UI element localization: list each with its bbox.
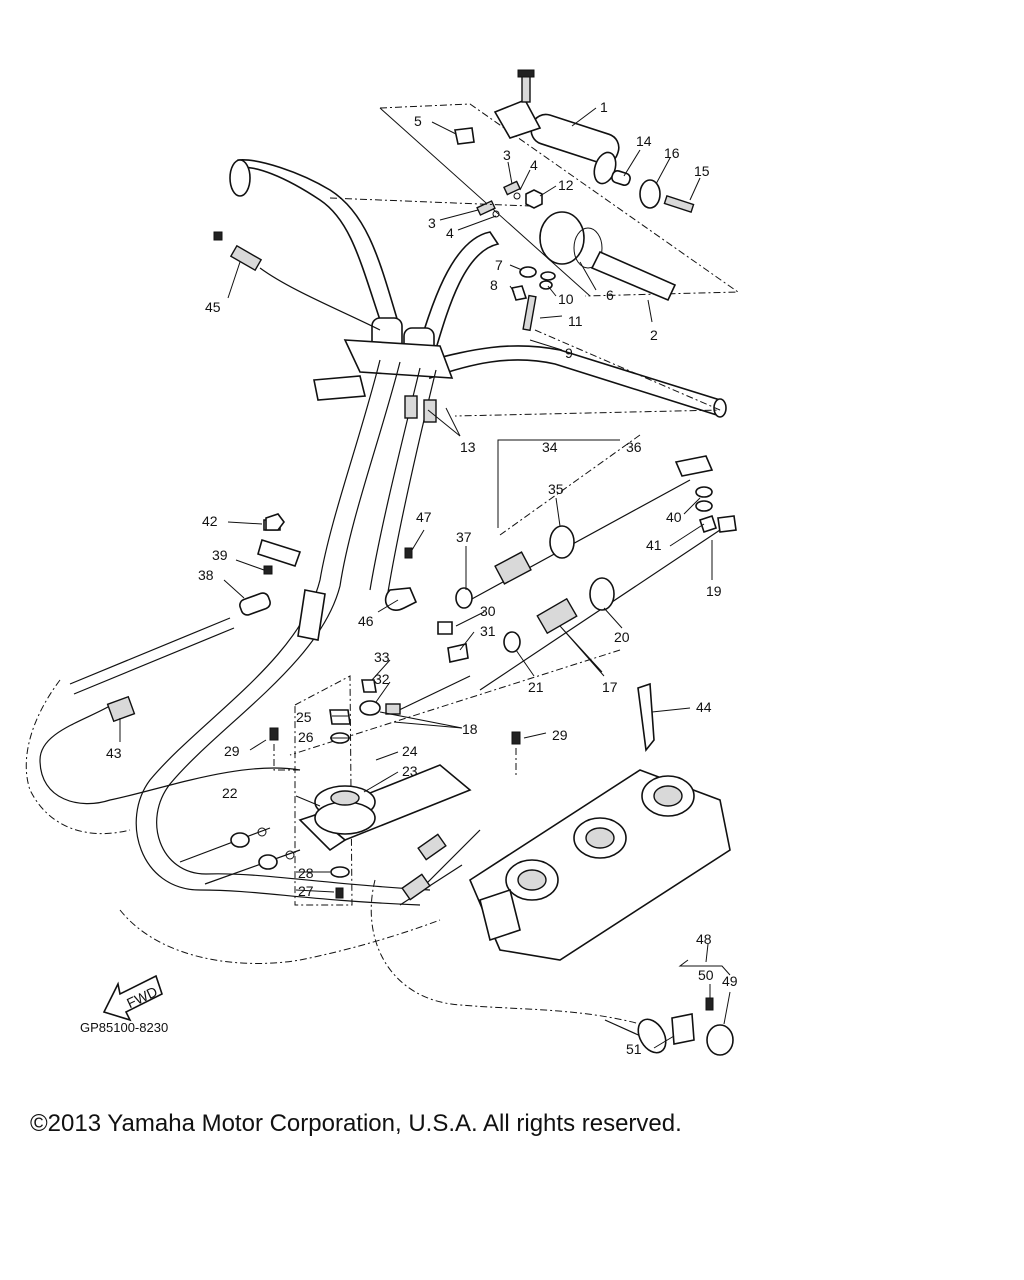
left-cable [69,519,281,723]
callout-32: 32 [374,671,390,687]
callout-45: 45 [205,299,221,315]
callout-23: 23 [402,763,418,779]
callout-41: 41 [646,537,662,553]
choke-parts [604,959,734,1056]
fwd-arrow-icon: FWD [102,974,163,1022]
exploded-parts-diagram: FWD 1 2 3 3 4 4 5 6 7 8 9 10 11 12 13 14… [25,69,740,1057]
callout-30: 30 [480,603,496,619]
callout-50: 50 [698,967,714,983]
callout-10: 10 [558,291,574,307]
callout-8: 8 [490,277,498,293]
copyright-notice: ©2013 Yamaha Motor Corporation, U.S.A. A… [30,1110,682,1137]
callout-4a: 4 [530,157,538,173]
callout-25: 25 [296,709,312,725]
callout-9: 9 [565,345,573,361]
callout-6: 6 [606,287,614,303]
callout-27: 27 [298,883,314,899]
callout-29a: 29 [224,743,240,759]
callout-20: 20 [614,629,630,645]
callout-1: 1 [600,99,608,115]
fwd-label: FWD [124,983,160,1011]
callout-2: 2 [650,327,658,343]
callout-11: 11 [568,313,583,329]
callout-33: 33 [374,649,390,665]
callout-36: 36 [626,439,642,455]
throttle-cables [289,434,737,756]
carburetor-assembly [119,769,731,1025]
callout-7: 7 [495,257,503,273]
callout-35: 35 [548,481,564,497]
cable-bracket [269,621,521,906]
callout-19: 19 [706,583,722,599]
callout-16: 16 [664,145,680,161]
misc-parts [213,231,655,752]
cable-bundle [25,359,437,906]
callout-14: 14 [636,133,652,149]
callout-5: 5 [414,113,422,129]
callout-37: 37 [456,529,472,545]
grip-assembly [379,69,740,332]
callout-43: 43 [106,745,122,761]
callout-18: 18 [462,721,478,737]
callout-44: 44 [696,699,712,715]
callout-31: 31 [480,623,496,639]
callout-12: 12 [558,177,574,193]
callout-22: 22 [222,785,238,801]
callout-34: 34 [542,439,558,455]
callout-46: 46 [358,613,374,629]
callout-39: 39 [212,547,228,563]
callout-13: 13 [460,439,476,455]
callout-3a: 3 [503,147,511,163]
callout-21: 21 [528,679,544,695]
leader-lines [119,107,731,1049]
callout-15: 15 [694,163,710,179]
callout-17: 17 [602,679,618,695]
cable-ends-left [179,827,301,885]
callout-3b: 3 [428,215,436,231]
diagram-code: GP85100-8230 [80,1020,168,1035]
callout-49: 49 [722,973,738,989]
callout-26: 26 [298,729,314,745]
callout-42: 42 [202,513,218,529]
callout-40: 40 [666,509,682,525]
callout-51: 51 [626,1041,642,1057]
callout-38: 38 [198,567,214,583]
callout-24: 24 [402,743,418,759]
callout-4b: 4 [446,225,454,241]
callout-labels: 1 2 3 3 4 4 5 6 7 8 9 10 11 12 13 14 15 … [80,99,738,1057]
callout-28: 28 [298,865,314,881]
handlebar [229,159,727,418]
callout-47: 47 [416,509,432,525]
callout-29b: 29 [552,727,568,743]
callout-48: 48 [696,931,712,947]
